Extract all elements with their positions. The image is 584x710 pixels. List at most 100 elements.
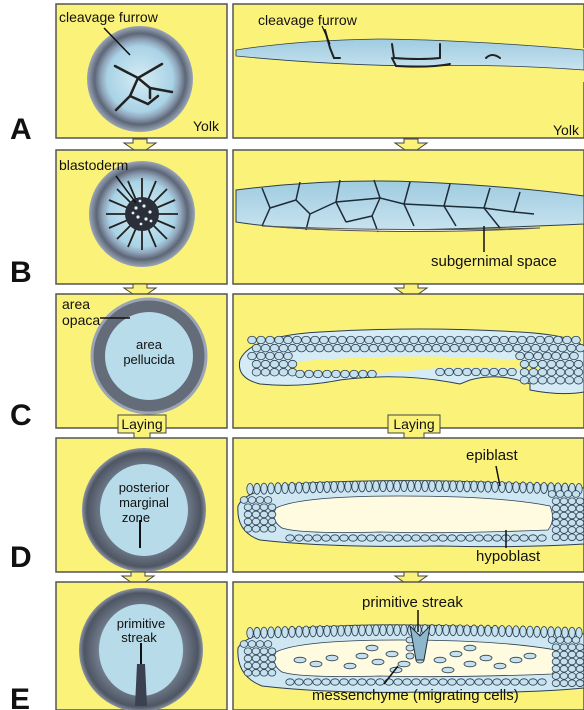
- cell: [261, 483, 267, 494]
- cell: [310, 661, 322, 667]
- cell: [261, 344, 270, 352]
- cell: [508, 368, 517, 376]
- cell: [436, 625, 442, 636]
- cell: [275, 627, 281, 638]
- cell: [560, 644, 568, 651]
- cell: [310, 626, 316, 637]
- row-c: area opaca area pellucida C: [10, 294, 584, 432]
- row-e: primitive streak primitive streak messen…: [10, 582, 584, 710]
- cell: [376, 679, 384, 685]
- cell: [450, 344, 459, 352]
- cell: [568, 505, 576, 512]
- cell: [556, 360, 565, 368]
- cell: [359, 625, 365, 636]
- cell: [279, 368, 288, 376]
- cell: [422, 481, 428, 492]
- cell: [295, 535, 303, 541]
- cell: [466, 679, 474, 685]
- cell: [310, 482, 316, 493]
- cell: [534, 626, 540, 637]
- label-zone: zone: [122, 510, 150, 525]
- cell: [568, 665, 576, 672]
- cell: [423, 344, 432, 352]
- cell: [311, 336, 320, 344]
- cell: [270, 344, 279, 352]
- cell: [331, 679, 339, 685]
- cell: [244, 648, 252, 655]
- cell: [568, 519, 576, 526]
- cell: [576, 534, 584, 541]
- cell: [342, 344, 351, 352]
- cell: [518, 336, 527, 344]
- cell: [244, 662, 252, 669]
- cell: [574, 377, 583, 385]
- cell: [529, 368, 538, 376]
- cell: [506, 482, 512, 493]
- cell: [450, 481, 456, 492]
- cell: [574, 368, 583, 376]
- cell: [303, 626, 309, 637]
- cell: [338, 481, 344, 492]
- cell: [394, 535, 402, 541]
- cell: [475, 535, 483, 541]
- cell: [356, 336, 365, 344]
- label-streak: streak: [121, 630, 157, 645]
- cell: [510, 657, 522, 663]
- cell: [264, 497, 272, 504]
- cell: [333, 344, 342, 352]
- cell: [252, 504, 260, 511]
- cell: [252, 518, 260, 525]
- cell: [360, 344, 369, 352]
- cell: [486, 344, 495, 352]
- cell: [398, 661, 410, 667]
- cell: [552, 651, 560, 658]
- cell: [260, 518, 268, 525]
- cell: [481, 368, 490, 376]
- cell: [463, 368, 472, 376]
- cell: [536, 336, 545, 344]
- cell: [560, 512, 568, 519]
- cell: [457, 535, 465, 541]
- cell: [485, 481, 491, 492]
- label-area-opaca-1: area: [62, 296, 90, 312]
- cell: [320, 336, 329, 344]
- cell: [314, 370, 323, 378]
- cell: [248, 336, 257, 344]
- row-b: blastoderm subgernimal space B: [10, 150, 584, 289]
- cell: [252, 655, 260, 662]
- cell: [295, 679, 303, 685]
- cell: [504, 344, 513, 352]
- cell: [387, 344, 396, 352]
- cell: [556, 637, 564, 644]
- cell: [464, 481, 470, 492]
- cell: [492, 481, 498, 492]
- label-cleavage-furrow-right: cleavage furrow: [258, 12, 358, 28]
- cell: [394, 625, 400, 636]
- cell: [556, 491, 564, 498]
- cell: [254, 483, 260, 494]
- cell: [261, 360, 270, 368]
- cell: [576, 505, 584, 512]
- cell: [331, 625, 337, 636]
- cell: [576, 658, 584, 665]
- cell: [576, 519, 584, 526]
- cell: [386, 651, 398, 657]
- cell: [454, 368, 463, 376]
- cell: [268, 511, 276, 518]
- cell: [527, 336, 536, 344]
- row-a: cleavage furrow Yolk cleavage furrow Yol…: [10, 4, 584, 146]
- cell: [568, 512, 576, 519]
- cell: [392, 336, 401, 344]
- cell: [576, 344, 584, 352]
- cell: [240, 497, 248, 504]
- cell: [345, 625, 351, 636]
- cell: [506, 626, 512, 637]
- cell: [468, 344, 477, 352]
- cell: [552, 527, 560, 534]
- cell: [457, 481, 463, 492]
- cell: [499, 625, 505, 636]
- cell: [376, 535, 384, 541]
- cell: [340, 535, 348, 541]
- cell: [471, 625, 477, 636]
- cell: [358, 535, 366, 541]
